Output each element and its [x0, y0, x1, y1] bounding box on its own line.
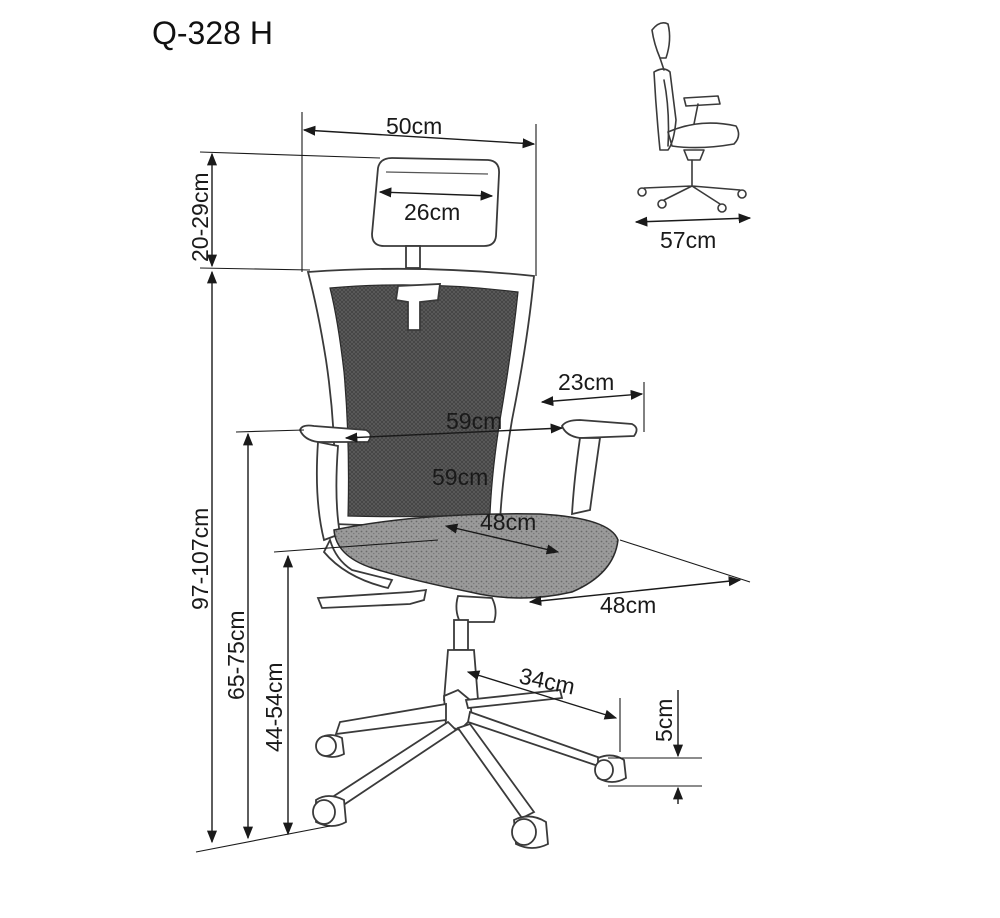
dim-armrest-length-label: 23cm — [558, 369, 614, 395]
dim-armrest-height-label: 65-75cm — [223, 611, 249, 700]
dim-seat-depth-label: 48cm — [480, 509, 536, 535]
dim-side-depth-label: 57cm — [660, 227, 716, 253]
dim-total-height-label: 97-107cm — [187, 508, 213, 610]
side-view-illustration — [637, 22, 747, 213]
casters — [312, 734, 627, 849]
headrest-post — [405, 245, 421, 269]
dim-wheel-height-label: 5cm — [651, 699, 677, 742]
star-base — [332, 688, 612, 820]
product-title: Q-328 H — [152, 15, 273, 51]
dim-seat-width-label: 48cm — [600, 592, 656, 618]
height-lever — [455, 595, 497, 623]
dim-arms-width-label: 59cm — [446, 408, 502, 434]
dim-headrest-height-label: 20-29cm — [187, 173, 213, 262]
dimension-lines — [195, 112, 752, 853]
dim-total-width-label: 50cm — [386, 113, 442, 139]
chair-illustration — [299, 157, 638, 849]
gas-cylinder — [453, 619, 469, 651]
headrest — [371, 157, 500, 247]
dim-headrest-width-label: 26cm — [404, 199, 460, 225]
dim-seat-height-label: 44-54cm — [261, 663, 287, 752]
backrest-mesh — [329, 284, 519, 518]
right-armrest — [560, 419, 638, 439]
dim-backrest-height-label: 59cm — [432, 464, 488, 490]
